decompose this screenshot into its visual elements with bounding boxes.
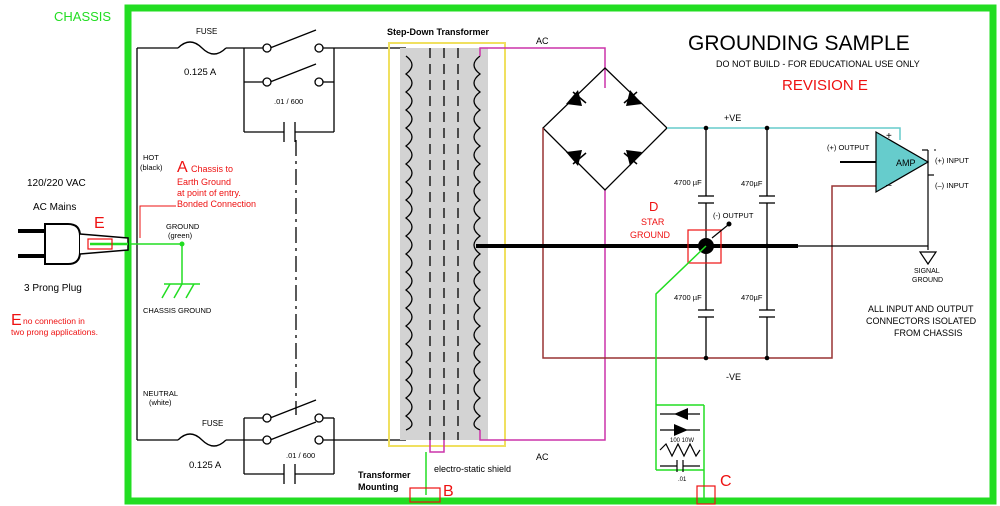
ground-cap-label: .01 [678, 477, 687, 483]
page-title: GROUNDING SAMPLE [688, 32, 910, 55]
transformer-mounting-2: Mounting [358, 482, 398, 492]
mains-label: AC Mains [33, 202, 76, 213]
three-prong-plug [18, 223, 129, 265]
revision-label: REVISION E [782, 77, 868, 94]
negative-rail-label: -VE [726, 372, 741, 382]
fuse-bottom-rating: 0.125 A [189, 460, 222, 471]
neutral-color: (white) [149, 398, 172, 407]
cap1-label: 4700 µF [674, 178, 702, 187]
primary-winding [404, 55, 413, 431]
isolation-note-3: FROM CHASSIS [894, 328, 963, 338]
ac-top-label: AC [536, 36, 549, 46]
cap3-label: 4700 µF [674, 293, 702, 302]
shield-label: electro-static shield [434, 464, 511, 474]
switch-contacts [262, 43, 324, 445]
ground-color: (green) [168, 231, 193, 240]
cap-bottom-label: .01 / 600 [286, 451, 315, 460]
electrostatic-shield [429, 48, 459, 440]
note-a-letter: A [177, 159, 188, 176]
amp-minus: – [886, 180, 892, 191]
cap4-label: 470µF [741, 293, 763, 302]
cap2-label: 470µF [741, 179, 763, 188]
chassis-ground-label: CHASSIS GROUND [143, 306, 212, 315]
amp-plus: + [886, 131, 892, 142]
note-d-letter: D [649, 199, 658, 214]
shield-lead [429, 440, 445, 453]
note-d-line1: STAR [641, 217, 665, 227]
note-e-marker: E [94, 215, 105, 232]
page-subtitle: DO NOT BUILD - FOR EDUCATIONAL USE ONLY [716, 59, 920, 69]
neg-output-lead [711, 224, 729, 239]
amp-label: AMP [896, 158, 916, 168]
transformer-title: Step-Down Transformer [387, 27, 490, 37]
rail-junctions [703, 125, 770, 361]
plug-label: 3 Prong Plug [24, 283, 82, 294]
bridge-rectifier [542, 67, 668, 191]
hot-label: HOT [143, 153, 159, 162]
positive-rail-label: +VE [724, 113, 741, 123]
note-c-letter: C [720, 473, 732, 490]
filter-capacitors [698, 128, 775, 358]
fuse-bottom-label: FUSE [202, 419, 223, 428]
chassis-outline [124, 4, 997, 505]
neg-output-terminal [726, 221, 732, 227]
note-a-pointer [139, 205, 176, 238]
note-a-line2: Earth Ground [177, 177, 231, 187]
hot-color: (black) [140, 163, 163, 172]
chassis-ground-symbol [130, 243, 200, 299]
chassis-label: CHASSIS [54, 9, 111, 24]
note-d-line2: GROUND [630, 230, 670, 240]
note-c-box [696, 485, 716, 505]
ground-diode-2 [674, 424, 688, 436]
secondary-winding [473, 55, 482, 431]
ac-bottom-label: AC [536, 452, 549, 462]
note-b-letter: B [443, 483, 454, 500]
note-e-line2: two prong applications. [11, 327, 98, 337]
note-a-line4: Bonded Connection [177, 199, 256, 209]
neg-input-label: (–) INPUT [935, 181, 969, 190]
ground-diode-1 [674, 408, 688, 420]
ground-junction [179, 241, 185, 247]
neutral-label: NEUTRAL [143, 389, 178, 398]
pos-input-label: (+) INPUT [935, 156, 969, 165]
fuse-top-rating: 0.125 A [184, 67, 217, 78]
isolation-note-2: CONNECTORS ISOLATED [866, 316, 977, 326]
ground-label: GROUND [166, 222, 200, 231]
negative-rail [542, 128, 876, 359]
pos-output-label: (+) OUTPUT [827, 143, 870, 152]
cap-top-label: .01 / 600 [274, 97, 303, 106]
note-a-line1: Chassis to [191, 164, 233, 174]
ground-link-network [655, 245, 707, 500]
isolation-note-1: ALL INPUT AND OUTPUT [868, 304, 974, 314]
mains-wiring [136, 29, 407, 484]
note-a-line3: at point of entry. [177, 188, 241, 198]
ground-res-label: 100 10W [670, 438, 694, 444]
signal-ground-2: GROUND [912, 277, 943, 284]
signal-ground-1: SIGNAL [914, 268, 940, 275]
mains-voltage: 120/220 VAC [27, 178, 86, 189]
note-b-box [409, 487, 441, 503]
note-d-box [687, 229, 722, 264]
fuse-top-label: FUSE [196, 27, 217, 36]
neg-output-label: (-) OUTPUT [713, 211, 754, 220]
note-e-line1: no connection in [23, 316, 85, 326]
positive-rail [667, 127, 901, 140]
note-e-letter: E [11, 312, 22, 329]
amplifier [840, 130, 938, 266]
transformer-mounting-1: Transformer [358, 470, 411, 480]
